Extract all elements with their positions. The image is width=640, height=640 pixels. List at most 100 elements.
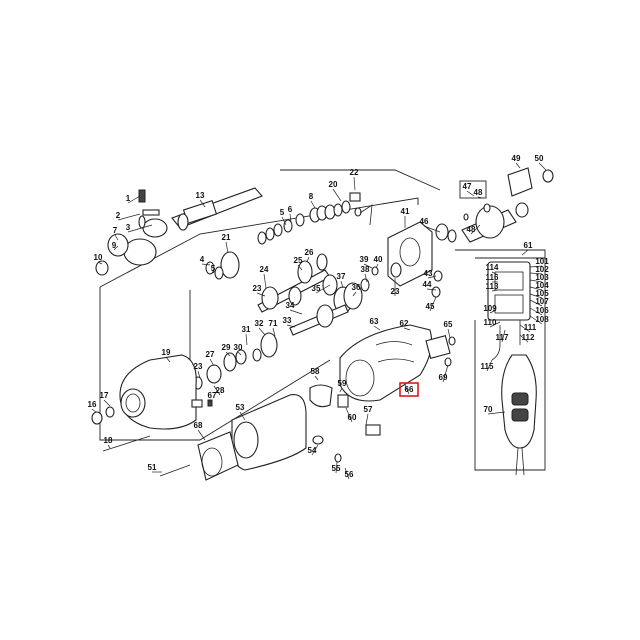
leader-line — [427, 275, 437, 279]
leader-line — [263, 273, 267, 289]
leader-line — [114, 234, 119, 241]
part-label-107: 107 — [535, 297, 549, 306]
part-label-113: 113 — [486, 282, 499, 291]
part-label-19: 19 — [162, 348, 171, 357]
leader-line — [515, 162, 521, 169]
part-label-45: 45 — [426, 302, 435, 311]
part-label-60: 60 — [348, 413, 357, 422]
leader-line — [310, 200, 316, 209]
leader-line — [237, 351, 242, 356]
part-label-67: 67 — [208, 391, 217, 400]
part-label-37: 37 — [337, 272, 346, 281]
part-label-24: 24 — [260, 265, 269, 274]
leader-line — [103, 399, 111, 407]
leader-line — [486, 359, 493, 372]
part-label-39: 39 — [360, 255, 369, 264]
part-label-55: 55 — [332, 464, 341, 473]
part-label-68: 68 — [194, 421, 203, 430]
leader-line — [426, 288, 437, 291]
part-label-8: 8 — [309, 192, 314, 201]
part-label-112: 112 — [522, 333, 535, 342]
leader-line — [212, 269, 217, 274]
part-label-69: 69 — [439, 373, 448, 382]
part-label-35: 35 — [312, 284, 321, 293]
leader-line — [208, 399, 213, 403]
part-label-104: 104 — [535, 281, 549, 290]
part-label-103: 103 — [535, 273, 549, 282]
leader-line — [107, 444, 111, 449]
part-label-31: 31 — [242, 325, 251, 334]
part-label-46: 46 — [420, 217, 429, 226]
group-box-47-48 — [459, 180, 487, 199]
part-label-28: 28 — [216, 386, 225, 395]
leader-line — [529, 272, 543, 275]
leader-line — [117, 213, 141, 221]
part-label-114: 114 — [486, 263, 499, 272]
leader-line — [365, 413, 369, 426]
part-label-4: 4 — [200, 255, 205, 264]
part-label-54: 54 — [308, 446, 317, 455]
leader-line — [197, 429, 206, 441]
leader-line — [373, 325, 381, 331]
switch-box-and-cord — [487, 261, 537, 476]
part-label-43: 43 — [424, 269, 433, 278]
leader-line — [364, 273, 368, 283]
leader-line — [297, 264, 303, 271]
leader-line — [519, 324, 531, 333]
leader-line — [213, 385, 221, 396]
leader-line — [199, 199, 206, 208]
highlight-box — [399, 382, 419, 397]
part-label-22: 22 — [350, 168, 359, 177]
leader-line — [447, 328, 451, 339]
leader-line — [197, 370, 201, 379]
leader-line — [363, 263, 373, 269]
part-label-49: 49 — [512, 154, 521, 163]
part-label-56: 56 — [345, 470, 354, 479]
leader-line — [335, 461, 338, 474]
leader-line — [538, 162, 547, 171]
part-label-108: 108 — [535, 315, 549, 324]
leader-line — [403, 327, 411, 331]
leader-line — [91, 408, 97, 413]
part-label-117: 117 — [496, 333, 509, 342]
leader-line — [519, 334, 529, 343]
leader-line — [289, 213, 292, 223]
part-label-44: 44 — [423, 280, 432, 289]
leader-lines — [91, 162, 547, 480]
leader-line — [225, 351, 231, 357]
part-label-62: 62 — [400, 319, 409, 328]
part-label-101: 101 — [535, 257, 549, 266]
part-label-38: 38 — [361, 265, 370, 274]
part-label-6: 6 — [288, 205, 293, 214]
leader-line — [339, 387, 343, 393]
motor-housing — [197, 394, 381, 481]
leader-line — [404, 384, 410, 395]
leader-line — [375, 263, 379, 269]
part-label-27: 27 — [206, 350, 215, 359]
part-label-5: 5 — [280, 208, 285, 217]
part-label-109: 109 — [483, 304, 497, 313]
part-label-70: 70 — [484, 405, 493, 414]
part-label-50: 50 — [535, 154, 544, 163]
leader-line — [529, 293, 543, 299]
part-label-21: 21 — [222, 233, 231, 242]
leader-line — [332, 188, 342, 202]
gear-case — [91, 354, 213, 477]
part-label-25: 25 — [294, 256, 303, 265]
leader-line — [353, 176, 356, 191]
part-label-1: 1 — [126, 194, 131, 203]
part-label-63: 63 — [370, 317, 379, 326]
part-label-65: 65 — [444, 320, 453, 329]
leader-line — [256, 292, 266, 297]
part-label-59: 59 — [338, 379, 347, 388]
part-label-110: 110 — [484, 318, 497, 327]
leader-line — [127, 195, 141, 204]
leader-line — [258, 327, 266, 336]
assembly-frames — [99, 169, 546, 471]
leader-line — [165, 356, 171, 363]
leader-line — [529, 279, 543, 283]
part-label-116: 116 — [486, 273, 499, 282]
part-label-18: 18 — [104, 436, 113, 445]
